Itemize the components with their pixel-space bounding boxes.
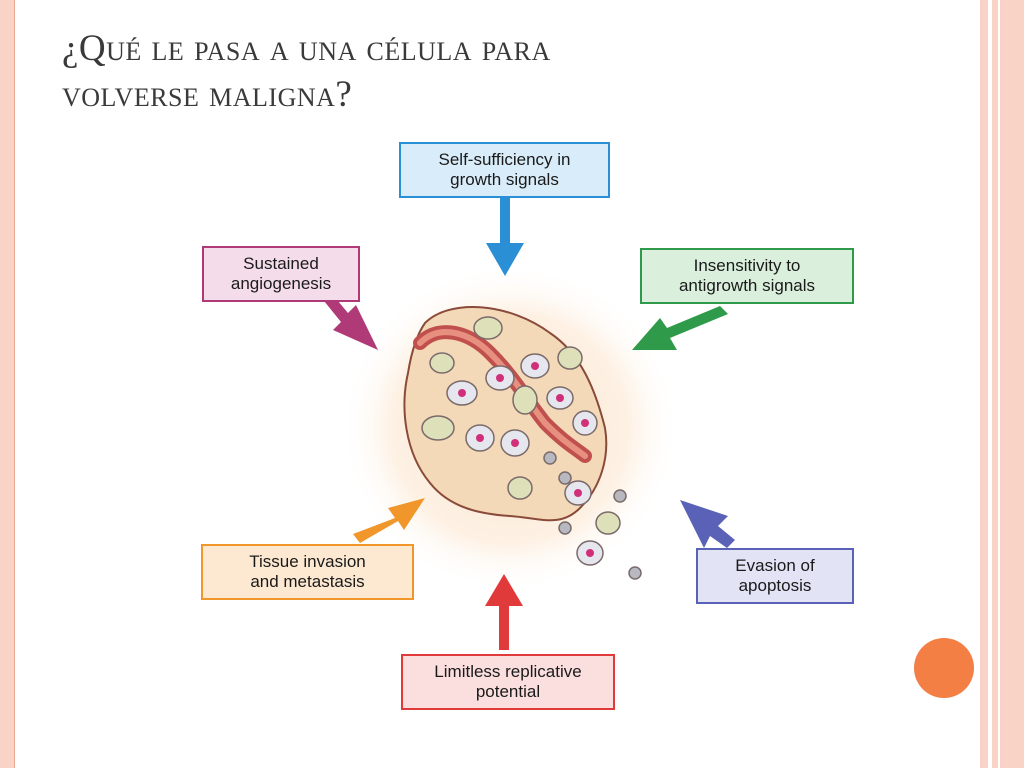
slide-right-border	[976, 0, 1024, 768]
label-replicative-line1: Limitless replicative	[434, 662, 582, 681]
slide-title: ¿Qué le pasa a una célula para volverse …	[62, 26, 902, 118]
arrow-growth	[486, 198, 524, 276]
slide-title-line2: volverse maligna?	[62, 74, 353, 115]
label-growth-line2: growth signals	[450, 170, 559, 189]
label-metastasis-line1: Tissue invasion	[249, 552, 366, 571]
arrow-antigrowth	[632, 306, 728, 350]
arrow-metastasis	[353, 498, 425, 543]
diagram-artwork	[320, 198, 735, 650]
label-growth-line1: Self-sufficiency in	[438, 150, 571, 169]
label-replicative-line2: potential	[475, 682, 541, 701]
label-angiogenesis-line1: Sustained	[243, 254, 319, 273]
label-antigrowth-line1: Insensitivity to	[693, 256, 801, 275]
arrow-apoptosis	[680, 500, 735, 548]
label-angiogenesis-line2: angiogenesis	[230, 274, 332, 293]
arrow-replicative	[485, 574, 523, 650]
label-metastasis-line2: and metastasis	[250, 572, 365, 591]
slide-left-border	[0, 0, 15, 768]
slide-title-line1: ¿Qué le pasa a una célula para	[62, 28, 551, 69]
accent-dot	[914, 638, 974, 698]
label-apoptosis-line1: Evasion of	[735, 556, 815, 575]
tumor-mass	[403, 306, 608, 522]
tumor-cells	[421, 316, 642, 580]
label-antigrowth-line2: antigrowth signals	[678, 276, 816, 295]
label-apoptosis-line2: apoptosis	[738, 576, 812, 595]
arrow-angiogenesis	[320, 288, 378, 350]
